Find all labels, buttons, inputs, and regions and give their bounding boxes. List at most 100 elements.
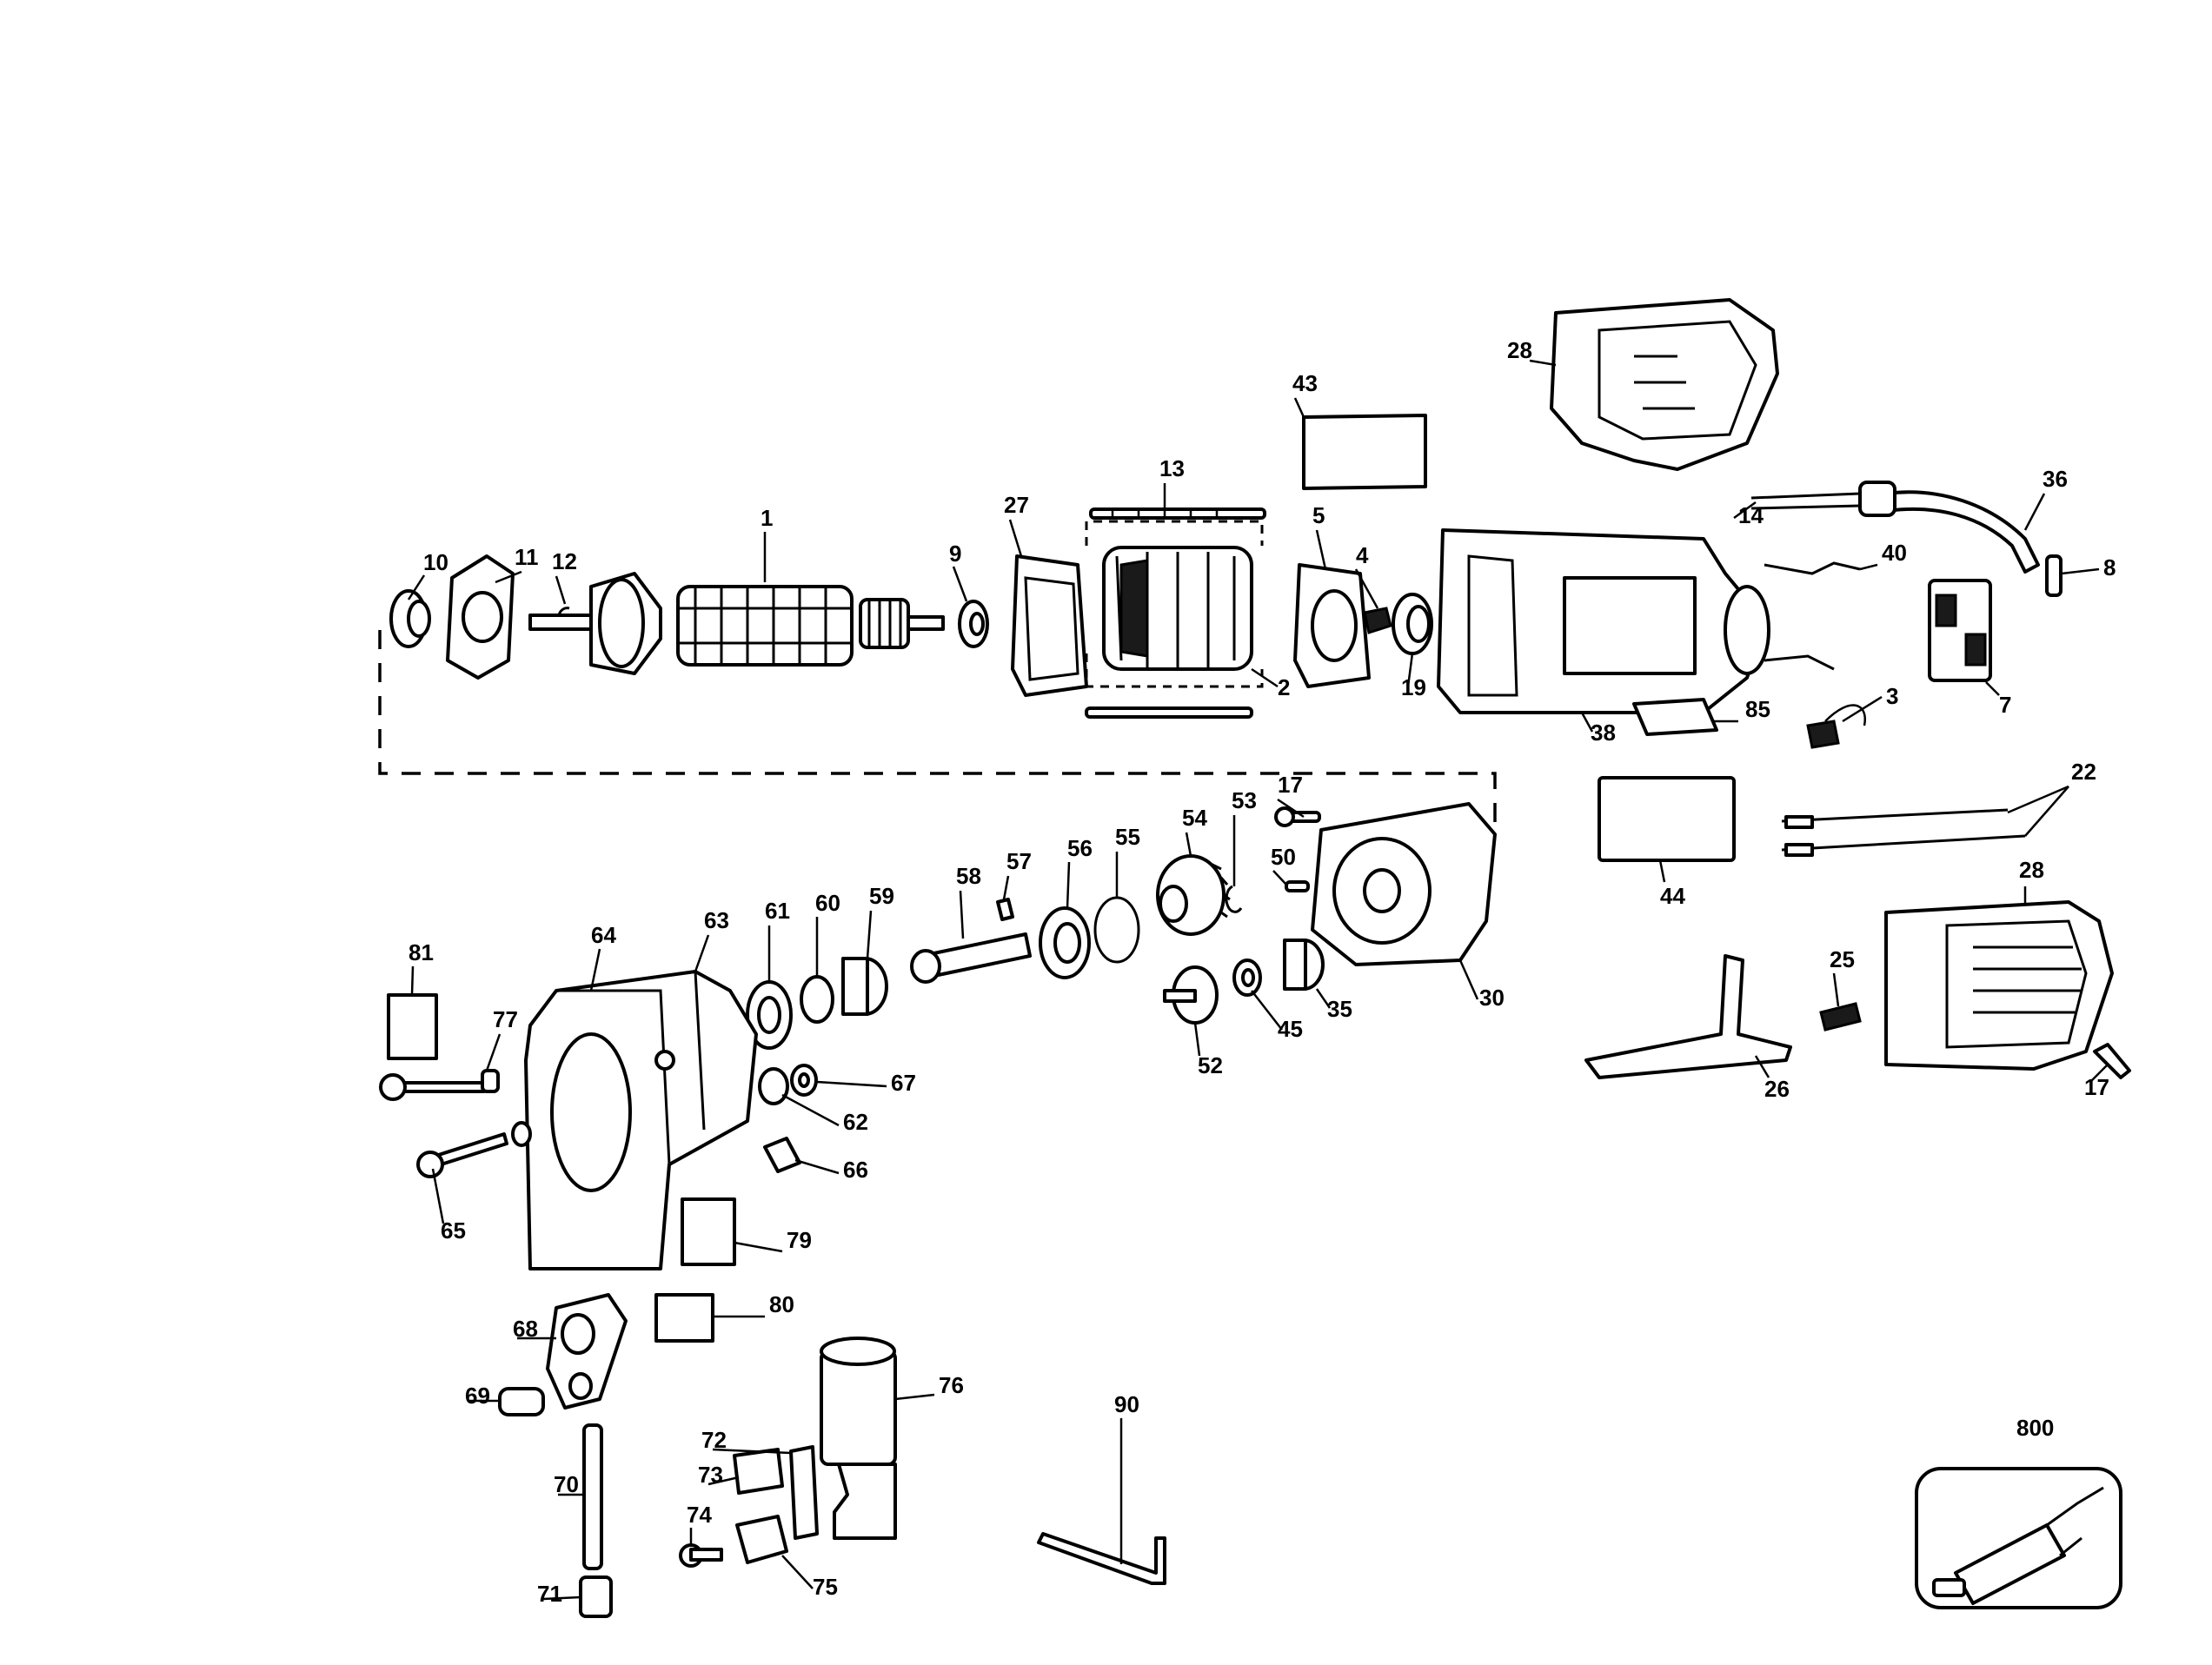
callout-67: 67 xyxy=(891,1070,916,1096)
callout-14: 14 xyxy=(1738,502,1764,528)
callout-53: 53 xyxy=(1232,787,1257,813)
leader-line xyxy=(1185,832,1192,857)
callout-2: 2 xyxy=(1278,674,1290,700)
leader-line xyxy=(1529,359,1557,367)
handle-half-28-bottom xyxy=(1884,900,2114,1071)
callout-70: 70 xyxy=(554,1471,579,1497)
leader-line xyxy=(495,570,522,584)
leader-line xyxy=(1251,667,1279,688)
leader-line xyxy=(794,1158,840,1175)
callout-50: 50 xyxy=(1271,844,1296,870)
callout-28: 28 xyxy=(1507,337,1532,363)
leader-line xyxy=(2089,1064,2109,1083)
retaining-ring-53 xyxy=(1225,885,1243,913)
leader-line xyxy=(2023,493,2046,531)
hex-wrench-90 xyxy=(1037,1532,1166,1585)
label-79 xyxy=(681,1197,736,1266)
callout-1: 1 xyxy=(761,505,773,531)
callout-65: 65 xyxy=(441,1217,466,1244)
callout-30: 30 xyxy=(1479,985,1505,1011)
leader-line xyxy=(952,566,968,602)
leader-line xyxy=(485,1033,502,1071)
connecting-rod-68 xyxy=(546,1293,628,1410)
callout-57: 57 xyxy=(1006,848,1032,874)
gear-54 xyxy=(1156,854,1231,936)
callout-73: 73 xyxy=(698,1462,723,1488)
callout-5: 5 xyxy=(1312,502,1325,528)
callout-76: 76 xyxy=(939,1372,964,1398)
callout-90: 90 xyxy=(1114,1391,1139,1417)
leader-line xyxy=(1315,988,1332,1009)
callout-27: 27 xyxy=(1004,492,1029,518)
assembly-dashed-line xyxy=(378,630,1497,826)
screw-17-bottom xyxy=(2093,1043,2131,1079)
washer-67 xyxy=(790,1064,818,1097)
callout-40: 40 xyxy=(1882,540,1907,566)
callout-80: 80 xyxy=(769,1291,794,1317)
leader-line xyxy=(1658,859,1666,883)
leader-line xyxy=(1293,397,1305,418)
callout-8: 8 xyxy=(2103,554,2116,580)
callout-35: 35 xyxy=(1327,996,1352,1022)
callout-11: 11 xyxy=(515,544,539,570)
leader-line xyxy=(2061,567,2100,575)
bearing-61 xyxy=(746,980,793,1050)
callout-63: 63 xyxy=(704,907,729,933)
handle-half-28-top xyxy=(1550,298,1779,471)
callout-9: 9 xyxy=(949,541,961,567)
leader-line xyxy=(1754,1055,1770,1078)
through-bolt-13-top xyxy=(1089,507,1266,520)
washer-45 xyxy=(1232,959,1262,997)
callout-75: 75 xyxy=(813,1574,838,1600)
blade-plate-72 xyxy=(789,1445,819,1540)
leader-line xyxy=(866,910,873,959)
callout-25: 25 xyxy=(1830,946,1855,972)
leader-line xyxy=(1832,972,1840,1007)
screw-65 xyxy=(416,1121,532,1178)
bushing-71 xyxy=(579,1575,613,1618)
leader-line xyxy=(1458,959,1479,1000)
label-81 xyxy=(387,993,438,1060)
callout-38: 38 xyxy=(1591,720,1616,746)
leader-line xyxy=(712,1448,792,1455)
bearing-56 xyxy=(1039,906,1091,979)
blade-75 xyxy=(735,1515,788,1564)
screw-17-top xyxy=(1274,806,1321,827)
callout-12: 12 xyxy=(552,548,577,574)
key-57 xyxy=(996,898,1014,921)
gear-housing-63-64 xyxy=(524,970,758,1270)
leader-line xyxy=(1277,798,1305,819)
callout-10: 10 xyxy=(423,549,448,575)
leader-line xyxy=(542,1595,581,1601)
callout-17: 17 xyxy=(1278,772,1303,798)
leader-line xyxy=(894,1393,935,1401)
leader-line xyxy=(1842,695,1883,723)
trigger-25 xyxy=(1819,1002,1862,1032)
fan-assembly xyxy=(528,572,662,675)
label-85 xyxy=(1632,698,1718,736)
motor-housing-38 xyxy=(1437,528,1770,714)
leader-line xyxy=(1002,875,1010,900)
pinion-52 xyxy=(1163,965,1219,1025)
label-44 xyxy=(1598,776,1736,862)
cord-end-8 xyxy=(2045,554,2063,597)
retaining-ring-55 xyxy=(1093,896,1140,964)
spindle-58 xyxy=(910,932,1032,984)
callout-19: 19 xyxy=(1401,674,1426,700)
bearing-10 xyxy=(389,589,431,648)
brush-4 xyxy=(1363,607,1392,634)
brush-holder-5 xyxy=(1293,563,1371,688)
leader-line xyxy=(1859,563,1878,571)
callout-13: 13 xyxy=(1159,455,1185,481)
label-80 xyxy=(654,1293,714,1343)
leader-line xyxy=(781,1555,814,1589)
leader-line xyxy=(959,890,965,939)
callout-79: 79 xyxy=(787,1227,812,1253)
leader-line xyxy=(1406,653,1414,687)
switch-7 xyxy=(1928,579,1992,682)
callout-52: 52 xyxy=(1198,1052,1223,1078)
wire-lower xyxy=(1764,654,1835,671)
callout-36: 36 xyxy=(2043,466,2068,492)
callout-85: 85 xyxy=(1745,696,1770,722)
